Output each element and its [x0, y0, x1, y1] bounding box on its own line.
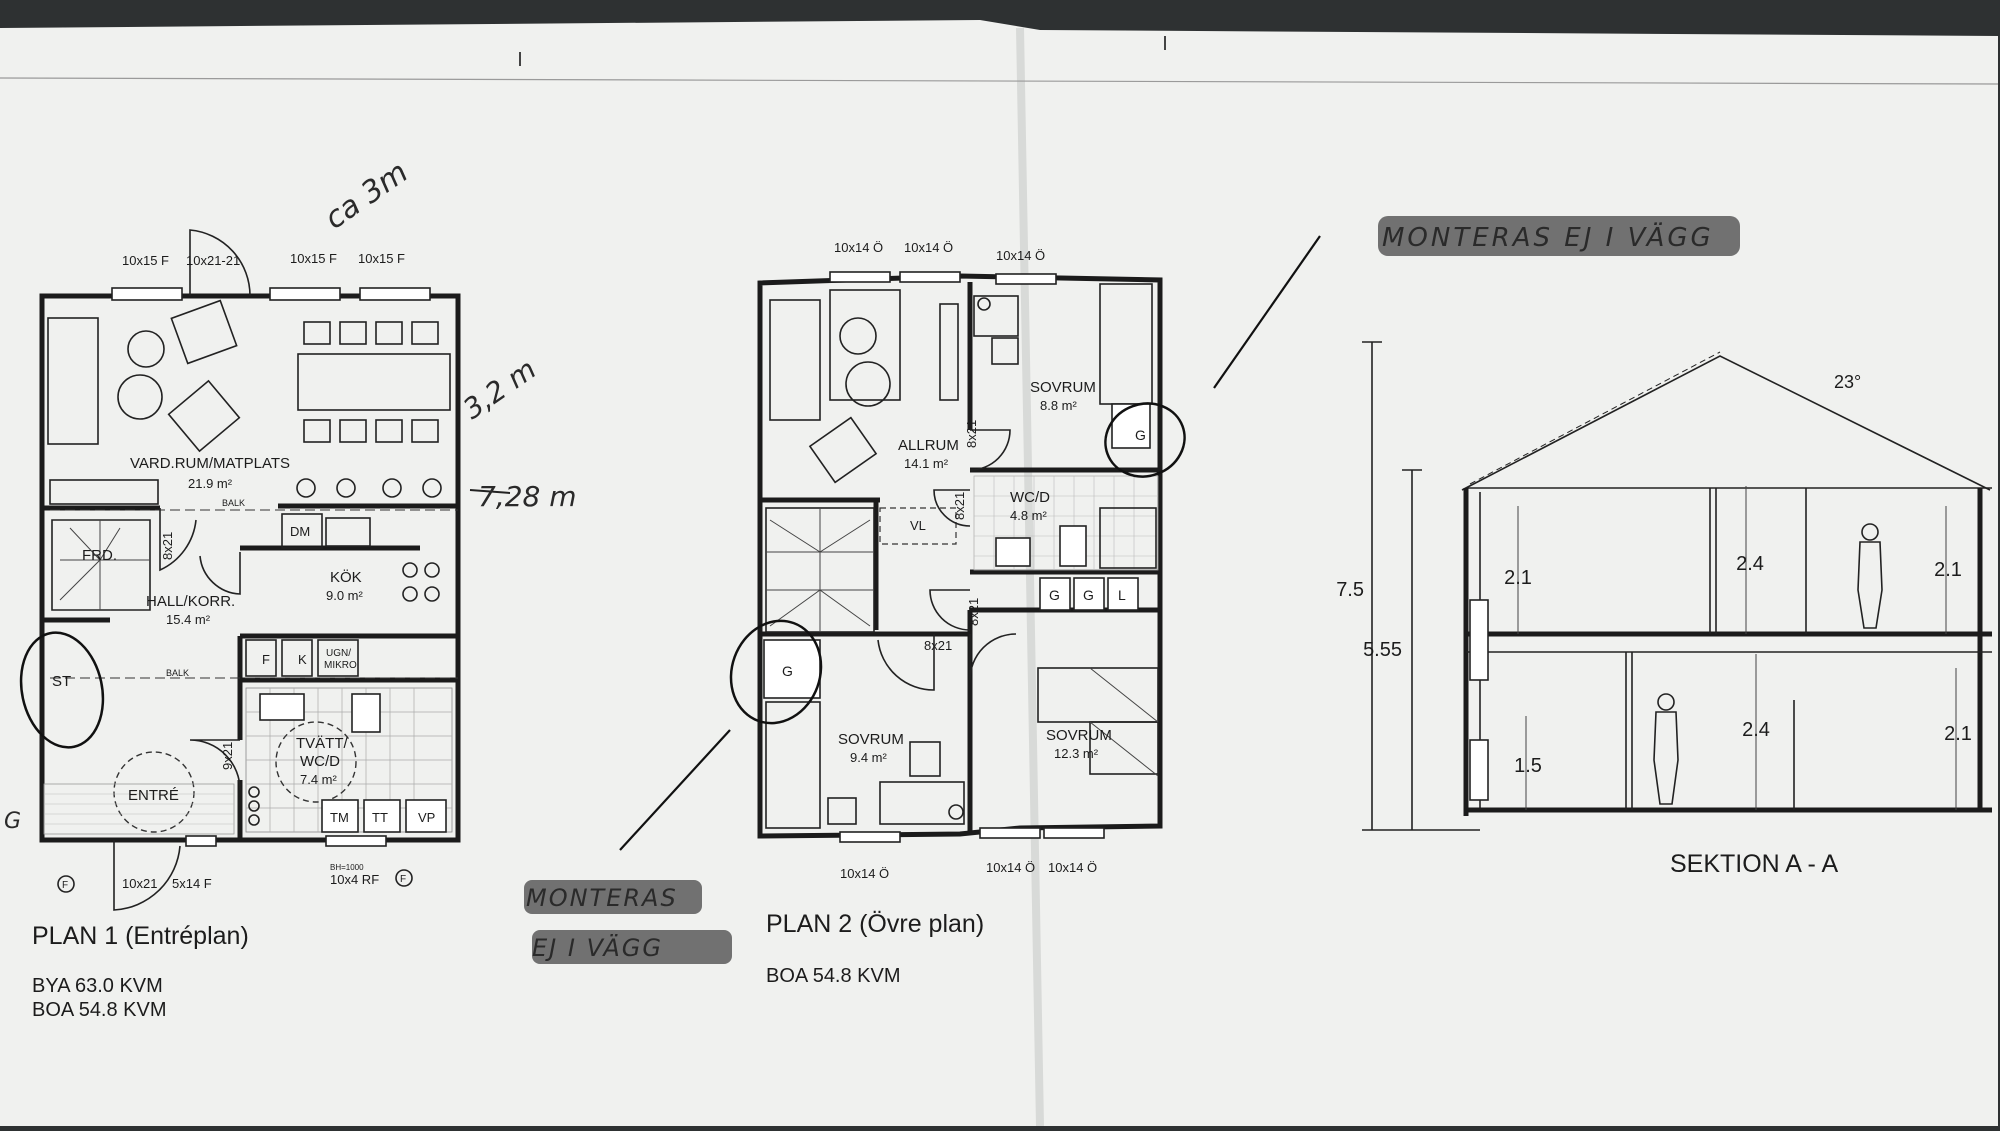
plan1-bottom-label-3: BH=1000: [330, 863, 364, 872]
section-dim-upper-1: 2.1: [1504, 567, 1532, 589]
plan1-fixture-ugn: UGN/: [326, 648, 351, 659]
section-dim-upper-3: 2.1: [1934, 559, 1962, 581]
plan2-room-sovrum-1-area: 8.8 m²: [1040, 398, 1078, 413]
marker-highlight-bottom-1: [524, 880, 702, 914]
paper-border-line: [0, 77, 1999, 85]
plan2-room-sovrum-2: SOVRUM: [838, 731, 904, 748]
plan1-room-tvatt-2: WC/D: [300, 753, 340, 770]
plan1-fixture-tt: TT: [372, 810, 388, 825]
plan2-door-1: 8x21: [964, 420, 979, 448]
plan2-room-sovrum-1: SOVRUM: [1030, 379, 1096, 396]
plan1-bottom-label-1: 10x21: [122, 876, 157, 891]
plan1-room-frd: FRD.: [82, 547, 117, 564]
plan2-fixture-g-1: G: [1135, 427, 1146, 443]
plan2-bottom-label-2: 10x14 Ö: [986, 860, 1035, 875]
plan2-drawing: [619, 235, 1321, 851]
plan2-room-allrum: ALLRUM: [898, 437, 959, 454]
plan2-door-2: 8x21: [952, 492, 967, 520]
plan2-top-label-2: 10x14 Ö: [904, 240, 953, 255]
paper-fold: [1016, 27, 1044, 1127]
plan1-room-kok-area: 9.0 m²: [326, 588, 364, 603]
plan2-fixture-l: L: [1118, 587, 1126, 603]
plan1-mark-f-1: F: [62, 880, 68, 891]
plan1-door-9x21: 9x21: [220, 742, 235, 770]
plan2-room-wcd-area: 4.8 m²: [1010, 508, 1048, 523]
plan1-fixture-vp: VP: [418, 810, 435, 825]
plan1-top-label-3: 10x15 F: [290, 251, 337, 266]
plan2-room-wcd: WC/D: [1010, 489, 1050, 506]
plan1-balk-2: BALK: [166, 668, 189, 678]
plan1-fixture-dm: DM: [290, 524, 310, 539]
sofa: [47, 317, 99, 445]
annotation-monteras-top: MONTERAS EJ I VÄGG: [1382, 221, 1714, 253]
stairs: [51, 519, 151, 611]
plan1-fixture-mikro: MIKRO: [324, 660, 357, 671]
plan1-fixture-f: F: [262, 652, 270, 667]
section-dim-total-height: 7.5: [1336, 579, 1364, 601]
plan1-room-kok: KÖK: [330, 568, 362, 586]
marker-highlight-bottom-2: [532, 930, 732, 964]
section-dim-lower-3: 2.1: [1944, 723, 1972, 745]
marker-highlight-top: [1378, 216, 1740, 256]
section-dim-upper-floor-height: 5.55: [1363, 639, 1402, 661]
section-dim-lower-2: 2.4: [1742, 719, 1770, 741]
plan1-bottom-label-2: 5x14 F: [172, 876, 212, 891]
plan1-fixture-k: K: [298, 652, 307, 667]
section-title: SEKTION A - A: [1670, 850, 1838, 878]
section-drawing: [1362, 341, 1992, 831]
plan2-room-sovrum-3-area: 12.3 m²: [1054, 746, 1099, 761]
plan1-bottom-label-4: 10x4 RF: [330, 872, 379, 887]
plan2-bottom-label-3: 10x14 Ö: [1048, 860, 1097, 875]
plan2-label-vl: VL: [910, 518, 926, 533]
annotation-monteras-bottom-2: EJ I VÄGG: [532, 933, 663, 962]
handwritten-7-28m: 7,28 m: [478, 480, 577, 513]
plan1-top-label-2: 10x21-21: [186, 253, 240, 268]
plan1-mark-f-2: F: [400, 874, 406, 885]
edge-handwritten-mark: G: [4, 809, 21, 834]
plan2-fixture-g-4: G: [782, 663, 793, 679]
plan1-room-hall-area: 15.4 m²: [166, 612, 211, 627]
plan2-bottom-label-1: 10x14 Ö: [840, 866, 889, 881]
plan2-outer-wall: [757, 273, 1163, 839]
plan2-room-sovrum-3: SOVRUM: [1046, 727, 1112, 744]
plan1-room-tvatt: TVÄTT/: [296, 735, 348, 752]
person-figure-upper: [1857, 523, 1883, 629]
plan1-fixture-tm: TM: [330, 810, 349, 825]
section-dim-lower-1: 1.5: [1514, 755, 1542, 777]
plan1-room-st: ST: [52, 673, 71, 690]
annotation-monteras-bottom-1: MONTERAS: [526, 884, 678, 912]
plan1-drawing: [19, 229, 511, 911]
plan1-room-vardrum: VARD.RUM/MATPLATS: [130, 455, 290, 472]
plan1-title: PLAN 1 (Entréplan): [32, 922, 249, 950]
plan1-room-tvatt-area: 7.4 m²: [300, 772, 338, 787]
section-roof-angle: 23°: [1834, 372, 1861, 392]
person-figure-lower: [1653, 693, 1679, 805]
plan2-fixture-g-2: G: [1049, 587, 1060, 603]
plan1-room-entre: ENTRÉ: [128, 787, 179, 804]
plan1-boa: BOA 54.8 KVM: [32, 999, 167, 1021]
plan1-top-label-4: 10x15 F: [358, 251, 405, 266]
plan1-room-vardrum-area: 21.9 m²: [188, 476, 233, 491]
plan2-title: PLAN 2 (Övre plan): [766, 910, 984, 938]
plan2-top-label-1: 10x14 Ö: [834, 240, 883, 255]
plan2-room-sovrum-2-area: 9.4 m²: [850, 750, 888, 765]
plan1-top-label-1: 10x15 F: [122, 253, 169, 268]
plan2-top-label-3: 10x14 Ö: [996, 248, 1045, 263]
plan1-room-hall: HALL/KORR.: [146, 593, 235, 610]
plan1-door-8x21: 8x21: [160, 532, 175, 560]
plan2-room-allrum-area: 14.1 m²: [904, 456, 949, 471]
section-dim-upper-2: 2.4: [1736, 553, 1764, 575]
plan2-door-3: 8x21: [966, 598, 981, 626]
plan2-fixture-g-3: G: [1083, 587, 1094, 603]
plan2-door-4: 8x21: [924, 638, 952, 653]
dining-table: [297, 353, 451, 411]
plan1-bya: BYA 63.0 KVM: [32, 975, 163, 997]
plan1-balk-1: BALK: [222, 498, 245, 508]
plan2-boa: BOA 54.8 KVM: [766, 965, 901, 987]
